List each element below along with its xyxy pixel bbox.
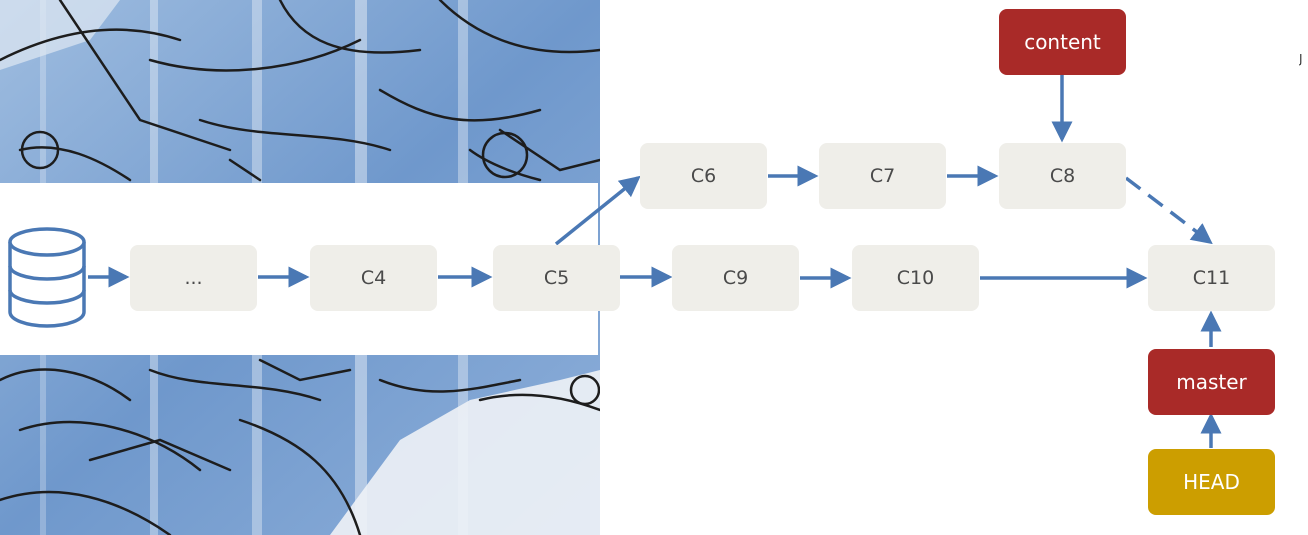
commit-node-ellipsis: ... — [130, 245, 257, 311]
commit-node-c10: C10 — [852, 245, 979, 311]
commit-node-c5: C5 — [493, 245, 620, 311]
edge-glyph: J — [1299, 52, 1303, 66]
commit-node-c9: C9 — [672, 245, 799, 311]
database-icon — [8, 227, 86, 328]
commit-node-c4: C4 — [310, 245, 437, 311]
commit-node-c7: C7 — [819, 143, 946, 209]
commit-node-c6: C6 — [640, 143, 767, 209]
edge-c8-to-c11 — [1124, 176, 1213, 245]
branch-ref-master: master — [1148, 349, 1275, 415]
head-ref: HEAD — [1148, 449, 1275, 515]
edge-c5-to-c6 — [554, 175, 641, 246]
branch-ref-content: content — [999, 9, 1126, 75]
commit-node-c8: C8 — [999, 143, 1126, 209]
commit-node-c11: C11 — [1148, 245, 1275, 311]
